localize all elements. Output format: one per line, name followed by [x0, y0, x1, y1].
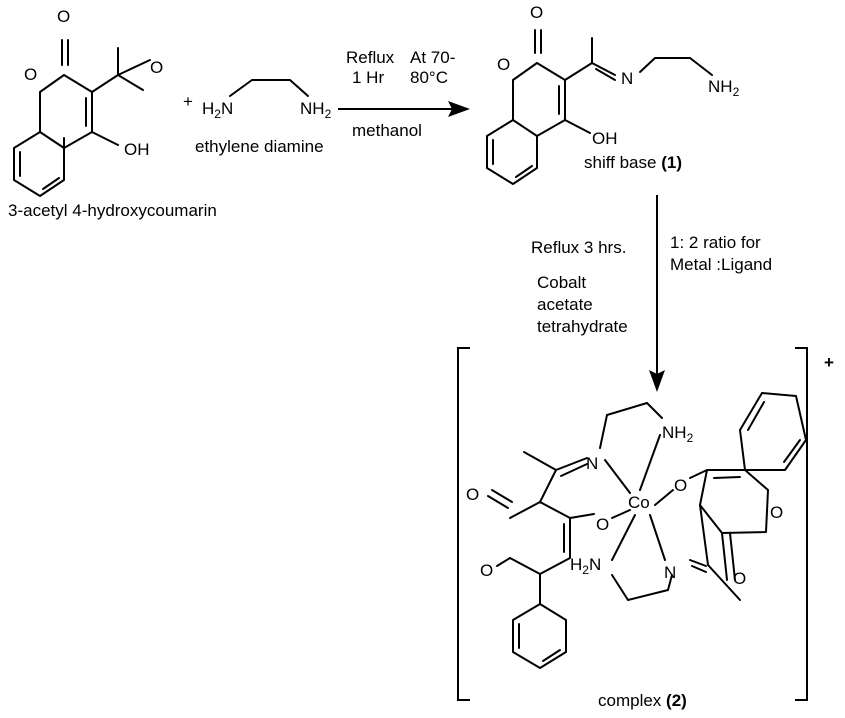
step2-ratio-1: 1: 2 ratio for [670, 233, 761, 252]
step1-arrowhead [448, 101, 470, 117]
atom-NH2: NH2 [708, 77, 740, 99]
complex-charge: + [824, 353, 834, 372]
cobalt-complex-structure [487, 392, 807, 669]
product2-name: complex (2) [598, 691, 687, 710]
atom-N: N [664, 563, 676, 582]
step1-solvent: methanol [352, 121, 422, 140]
atom-O: O [674, 476, 687, 495]
atom-H2N: H2N [202, 99, 233, 121]
coumarin-structure [13, 39, 151, 197]
atom-OH: OH [592, 129, 618, 148]
plus-sign: + [183, 92, 193, 111]
step2-reagent-2: acetate [537, 295, 593, 314]
right-bracket [795, 347, 808, 701]
atom-N: N [586, 454, 598, 473]
coumarin-name: 3-acetyl 4-hydroxycoumarin [8, 201, 217, 220]
atom-O: O [57, 7, 70, 26]
step2-reagent-3: tetrahydrate [537, 317, 628, 336]
step1-temp-2: 80°C [410, 68, 448, 87]
step2-arrowhead [649, 370, 665, 392]
atom-NH2: NH2 [300, 99, 332, 121]
atom-O: O [480, 561, 493, 580]
left-bracket [457, 347, 470, 701]
step1-reflux: Reflux [346, 48, 395, 67]
step2-reflux: Reflux 3 hrs. [531, 238, 626, 257]
atom-Co: Co [628, 493, 650, 512]
shiff-base-structure [486, 29, 713, 185]
atom-N: N [621, 69, 633, 88]
product1-name: shiff base (1) [584, 153, 682, 172]
atom-O: O [466, 485, 479, 504]
step1-temp-1: At 70- [410, 48, 455, 67]
atom-O: O [24, 65, 37, 84]
atom-NH2: NH2 [662, 423, 694, 445]
step2-ratio-2: Metal :Ligand [670, 255, 772, 274]
step1-time: 1 Hr [352, 68, 384, 87]
atom-O: O [497, 55, 510, 74]
atom-O: O [770, 503, 783, 522]
diamine-name: ethylene diamine [195, 137, 324, 156]
ethylenediamine-structure [229, 79, 309, 97]
atom-O: O [530, 3, 543, 22]
atom-O: O [733, 569, 746, 588]
atom-OH: OH [124, 140, 150, 159]
atom-O: O [596, 515, 609, 534]
atom-H2N: H2N [570, 555, 601, 577]
step2-reagent-1: Cobalt [537, 273, 586, 292]
atom-O: O [150, 58, 163, 77]
